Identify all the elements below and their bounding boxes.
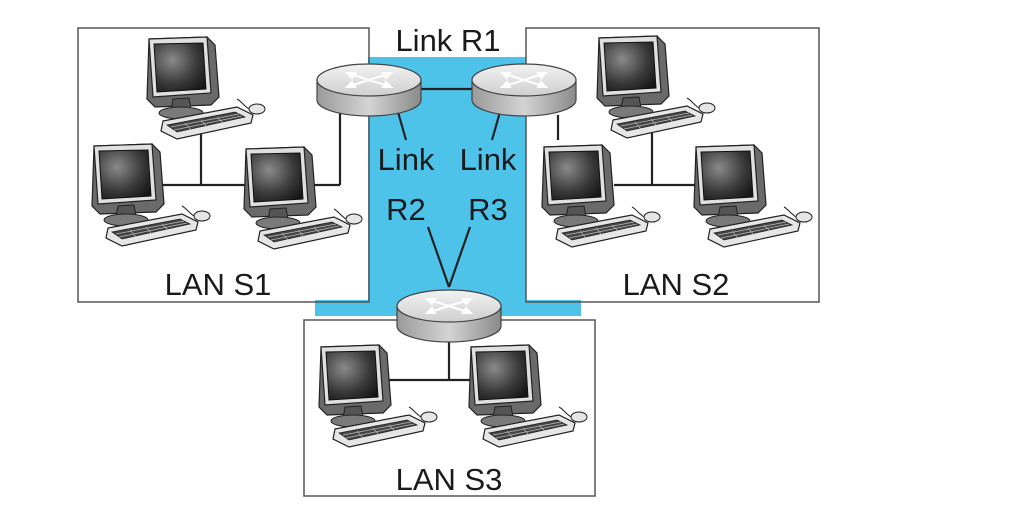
computer-icon	[693, 144, 813, 248]
router-r1-icon	[316, 63, 422, 117]
label-link-r3-line2: R3	[468, 192, 508, 227]
lan-s1-box	[77, 27, 370, 303]
router-r2-icon	[471, 63, 577, 117]
label-link-r3-line1: Link	[460, 142, 517, 177]
computer-icon	[541, 144, 661, 248]
label-link-r2-line2: R2	[386, 192, 426, 227]
computer-icon	[596, 35, 716, 139]
computer-icon	[146, 36, 266, 140]
label-lan-s1: LAN S1	[165, 267, 272, 302]
label-lan-s3: LAN S3	[396, 462, 503, 497]
lan-s2-box	[525, 27, 820, 303]
label-link-r1: Link R1	[395, 23, 500, 58]
label-link-r2-line1: Link	[378, 142, 435, 177]
computer-icon	[243, 146, 363, 250]
computer-icon	[91, 143, 211, 247]
label-lan-s2: LAN S2	[623, 267, 730, 302]
router-r3-icon	[396, 289, 502, 343]
